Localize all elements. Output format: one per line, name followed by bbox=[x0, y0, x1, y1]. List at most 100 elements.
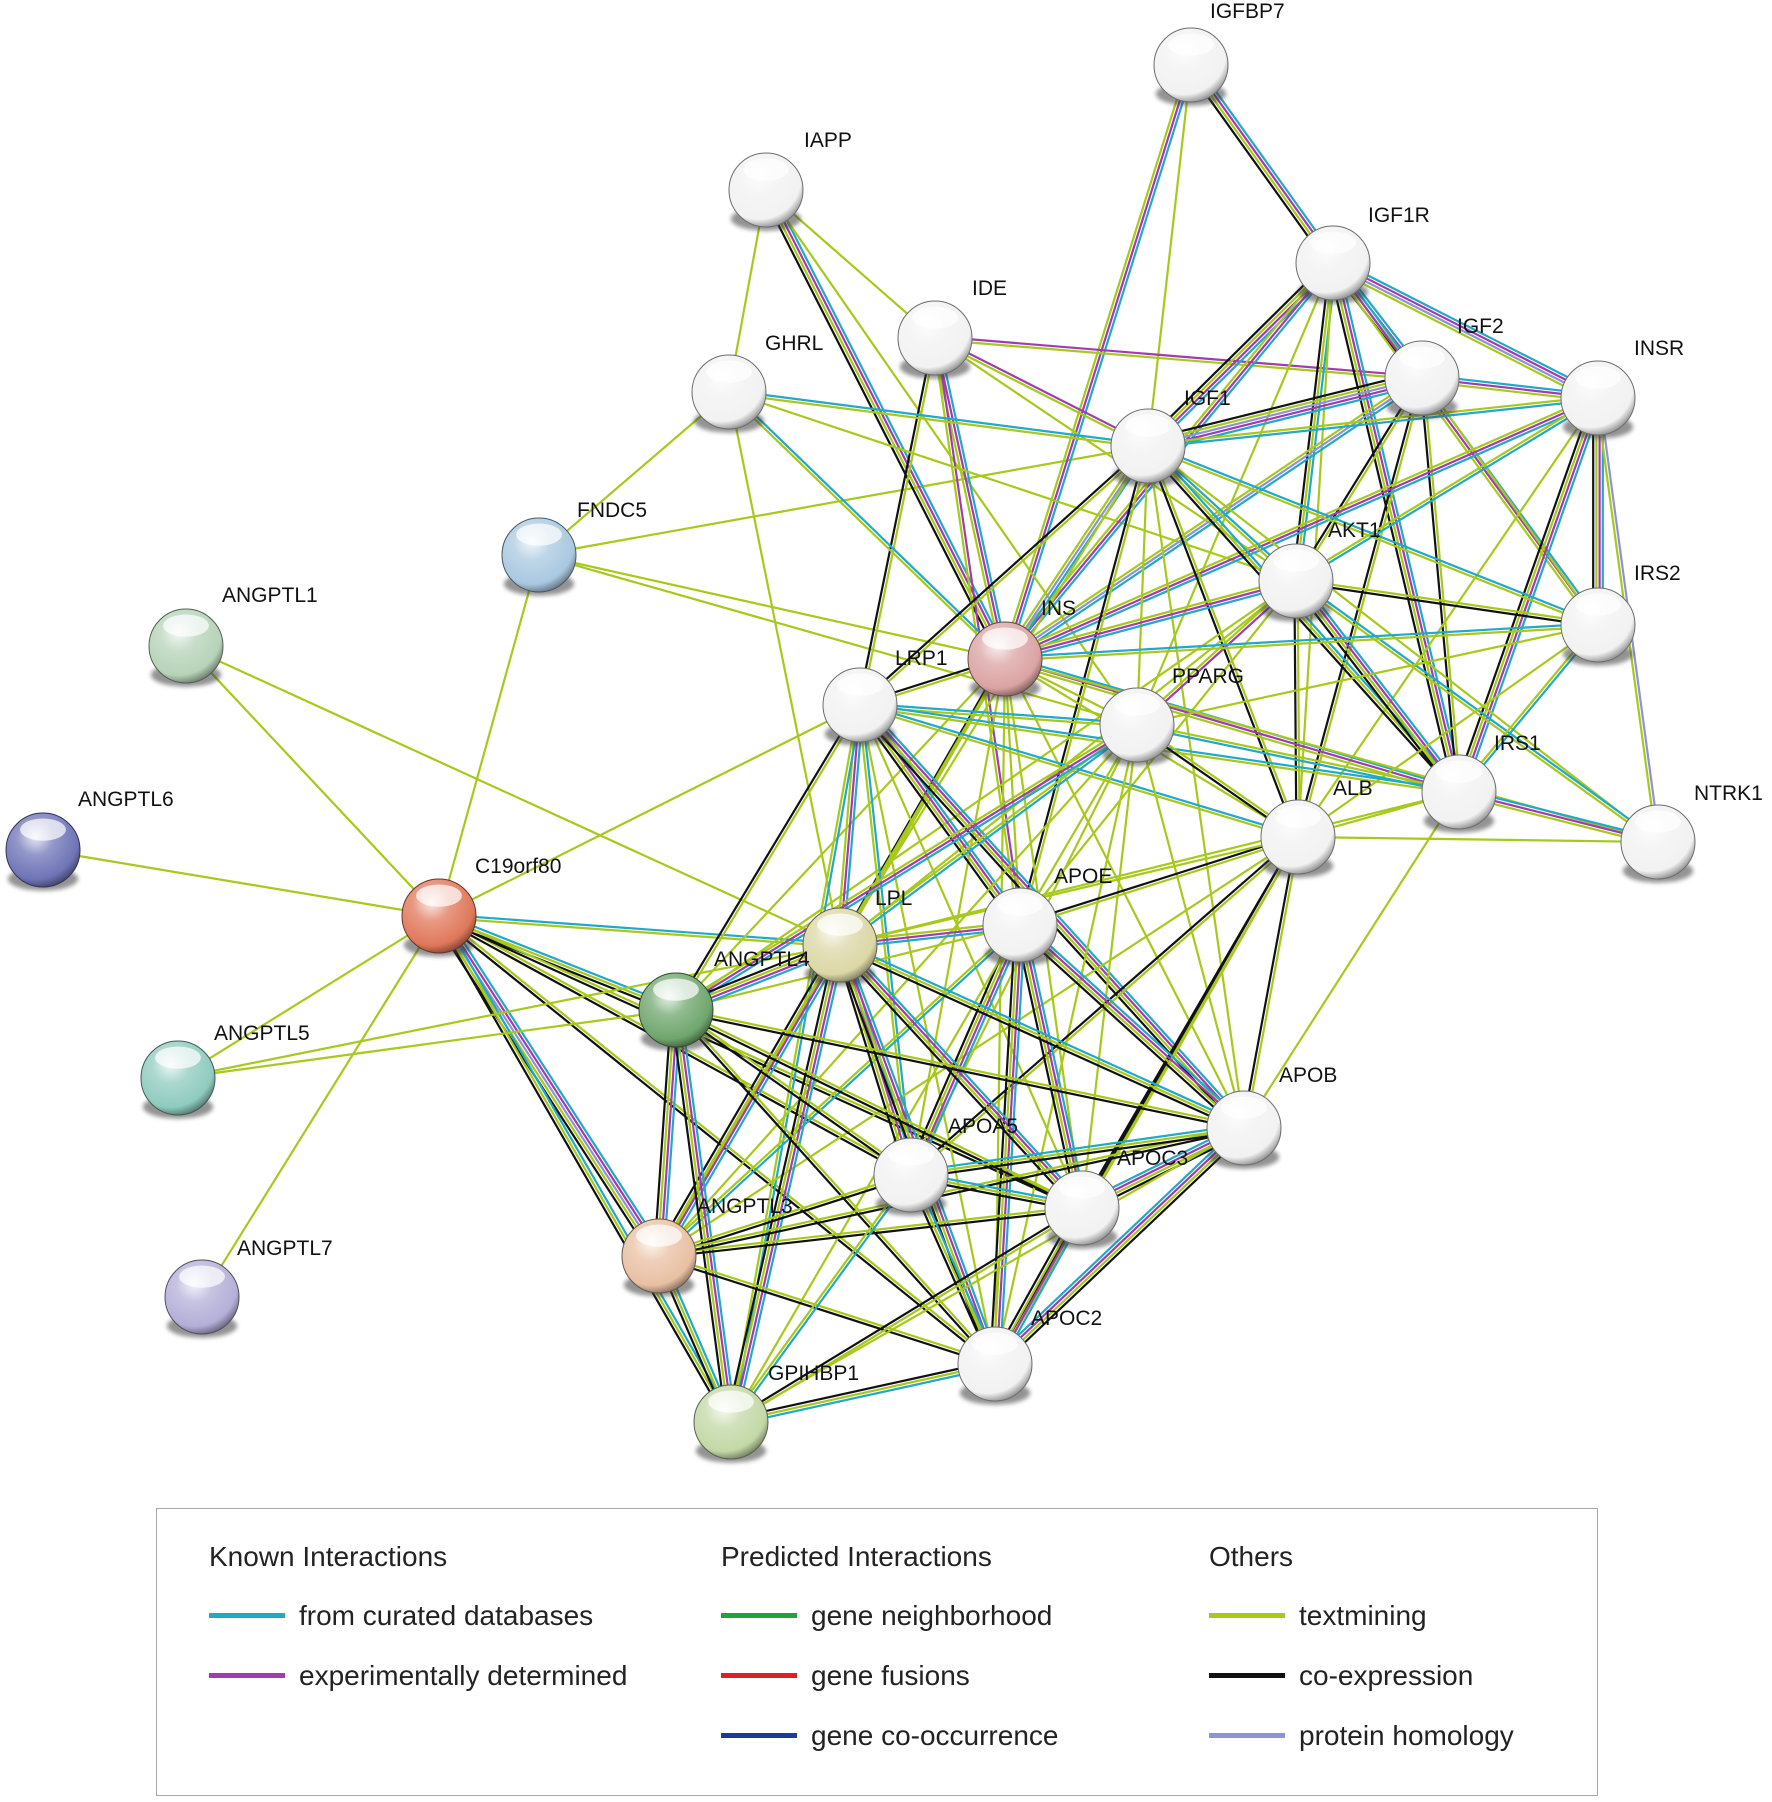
edge-line-curated bbox=[1003, 622, 1600, 659]
edge-line-textmining bbox=[1242, 790, 1461, 1130]
node-INSR[interactable]: INSR bbox=[1560, 337, 1684, 439]
node-NTRK1[interactable]: NTRK1 bbox=[1620, 782, 1763, 883]
node-highlight bbox=[912, 306, 958, 329]
node-LPL[interactable]: LPL bbox=[802, 887, 912, 986]
edge-line-textmining bbox=[933, 338, 1423, 381]
edge-line-coexpression bbox=[435, 916, 730, 1425]
edge-line-textmining bbox=[728, 943, 840, 1423]
edge-line-textmining bbox=[1135, 623, 1600, 727]
edge-line-textmining bbox=[1135, 723, 1246, 1130]
node-ANGPTL5[interactable]: ANGPTL5 bbox=[140, 1022, 310, 1119]
node-IDE[interactable]: IDE bbox=[897, 277, 1007, 379]
edge-line-experimental bbox=[1003, 579, 1298, 661]
edge-line-textmining bbox=[992, 923, 1020, 1366]
edge-line-coexpression bbox=[670, 1009, 728, 1424]
node-highlight bbox=[817, 913, 863, 936]
edge-C19orf80-LRP1 bbox=[437, 703, 862, 918]
node-INS[interactable]: INS bbox=[967, 597, 1076, 700]
node-layer: IGFBP7IAPPIGF1RIDEGHRLIGF2INSRIGF1FNDC5A… bbox=[5, 0, 1763, 1463]
edge-line-textmining bbox=[860, 337, 938, 707]
edge-line-coexpression bbox=[729, 1359, 996, 1420]
edge-line-textmining bbox=[1146, 444, 1660, 844]
edge-line-textmining bbox=[858, 705, 1299, 840]
node-highlight bbox=[653, 978, 699, 1001]
edge-line-coexpression bbox=[1291, 261, 1331, 582]
edge-APOC2-APOB bbox=[990, 1123, 1249, 1369]
node-APOE[interactable]: APOE bbox=[982, 865, 1112, 966]
node-IRS2[interactable]: IRS2 bbox=[1560, 562, 1681, 666]
node-label: AKT1 bbox=[1328, 519, 1381, 542]
edge-IDE-IGF2 bbox=[933, 335, 1424, 381]
node-FNDC5[interactable]: FNDC5 bbox=[501, 499, 647, 596]
node-ANGPTL1[interactable]: ANGPTL1 bbox=[148, 584, 318, 687]
node-highlight bbox=[1168, 33, 1214, 56]
node-highlight bbox=[1399, 346, 1445, 369]
node-LRP1[interactable]: LRP1 bbox=[822, 647, 948, 746]
node-APOB[interactable]: APOB bbox=[1206, 1064, 1337, 1169]
node-label: IAPP bbox=[804, 129, 852, 152]
edge-line-curated bbox=[734, 944, 846, 1425]
node-label: IRS1 bbox=[1494, 732, 1541, 755]
edge-line-coexpression bbox=[653, 941, 837, 1255]
node-IAPP[interactable]: IAPP bbox=[728, 129, 852, 231]
edge-line-textmining bbox=[1003, 625, 1600, 662]
node-label: INS bbox=[1041, 597, 1076, 620]
node-APOC3[interactable]: APOC3 bbox=[1044, 1147, 1188, 1249]
edge-line-textmining bbox=[674, 579, 1298, 1012]
edge-line-experimental bbox=[911, 924, 1023, 1177]
edge-LRP1-ANGPTL4 bbox=[673, 703, 863, 1012]
edge-IGF1-LRP1 bbox=[857, 443, 1151, 708]
edge-line-experimental bbox=[440, 913, 663, 1256]
node-highlight bbox=[636, 1224, 682, 1247]
edge-line-coexpression bbox=[1018, 834, 1299, 925]
edge-line-textmining bbox=[184, 644, 441, 918]
node-IGF1[interactable]: IGF1 bbox=[1110, 387, 1231, 487]
edge-INSR-IGF1 bbox=[1146, 395, 1600, 449]
edge-IRS1-LPL bbox=[838, 790, 1461, 947]
edge-line-textmining bbox=[1019, 837, 1300, 928]
edge-line-experimental bbox=[659, 1009, 679, 1258]
node-ANGPTL4[interactable]: ANGPTL4 bbox=[638, 948, 810, 1051]
node-ANGPTL6[interactable]: ANGPTL6 bbox=[5, 788, 174, 891]
edge-line-coexpression bbox=[857, 336, 935, 706]
network-graph: IGFBP7IAPPIGF1RIDEGHRLIGF2INSRIGF1FNDC5A… bbox=[5, 0, 1763, 1463]
edge-line-curated bbox=[438, 913, 842, 945]
edge-line-experimental bbox=[995, 923, 1023, 1366]
edge-line-textmining bbox=[1330, 262, 1459, 794]
node-ANGPTL3[interactable]: ANGPTL3 bbox=[621, 1195, 793, 1297]
node-ALB[interactable]: ALB bbox=[1260, 777, 1373, 878]
node-label: IDE bbox=[972, 277, 1007, 300]
node-C19orf80[interactable]: C19orf80 bbox=[401, 855, 561, 957]
edge-APOE-APOC2 bbox=[989, 923, 1026, 1366]
node-highlight bbox=[155, 1046, 201, 1069]
legend-box: Known Interactions from curated database… bbox=[156, 1508, 1598, 1796]
node-label: ANGPTL1 bbox=[222, 584, 318, 607]
node-IGFBP7[interactable]: IGFBP7 bbox=[1153, 0, 1285, 106]
node-AKT1[interactable]: AKT1 bbox=[1258, 519, 1381, 622]
node-label: APOC3 bbox=[1117, 1147, 1188, 1170]
legend-label-co-expression: co-expression bbox=[1299, 1660, 1474, 1691]
node-APOA5[interactable]: APOA5 bbox=[873, 1115, 1018, 1216]
node-PPARG[interactable]: PPARG bbox=[1099, 665, 1244, 766]
edge-APOA5-APOB bbox=[909, 1123, 1246, 1180]
edge-line-textmining bbox=[675, 1007, 914, 1175]
node-ANGPTL7[interactable]: ANGPTL7 bbox=[164, 1237, 333, 1338]
node-IRS1[interactable]: IRS1 bbox=[1421, 732, 1541, 833]
node-IGF1R[interactable]: IGF1R bbox=[1295, 204, 1430, 304]
edge-line-experimental bbox=[1332, 260, 1600, 398]
edge-line-coexpression bbox=[1294, 581, 1599, 628]
edge-line-curated bbox=[769, 186, 1011, 658]
node-GPIHBP1[interactable]: GPIHBP1 bbox=[693, 1362, 859, 1463]
node-label: LPL bbox=[875, 887, 912, 910]
edge-IGF2-IRS2 bbox=[1420, 376, 1600, 627]
edge-line-experimental bbox=[1019, 922, 1247, 1128]
edge-IGF2-IRS1 bbox=[1419, 376, 1462, 794]
edge-ALB-APOA5 bbox=[908, 834, 1301, 1178]
edge-C19orf80-APOC2 bbox=[436, 913, 998, 1367]
edge-IGF1R-INSR bbox=[1329, 257, 1602, 404]
edge-line-textmining bbox=[838, 835, 1300, 947]
node-APOC2[interactable]: APOC2 bbox=[957, 1307, 1102, 1405]
node-IGF2[interactable]: IGF2 bbox=[1384, 315, 1504, 419]
legend-swatch-textmining bbox=[1209, 1613, 1285, 1618]
node-GHRL[interactable]: GHRL bbox=[691, 332, 823, 433]
